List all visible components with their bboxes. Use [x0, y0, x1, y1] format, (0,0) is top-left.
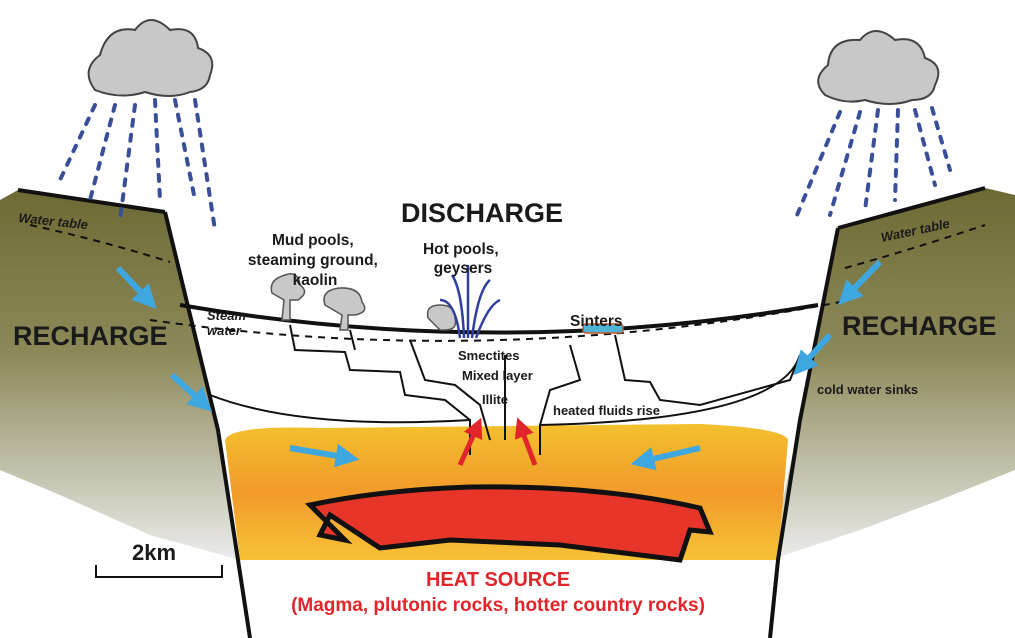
- basin-outline: [17, 186, 986, 638]
- hot-fluid-arrows: [457, 417, 538, 467]
- scale-label: 2km: [132, 540, 176, 565]
- mixed-layer-label: Mixed layer: [462, 368, 533, 383]
- geyser-icon: [439, 265, 501, 339]
- heated-fluids-label: heated fluids rise: [553, 403, 660, 418]
- right-rock-block: [770, 188, 1015, 560]
- discharge-label: DISCHARGE: [401, 198, 563, 228]
- cold-water-label: cold water sinks: [817, 382, 918, 397]
- sinter-deposit: [582, 323, 624, 334]
- mud-pools-label: Mud pools, steaming ground, kaolin: [248, 232, 382, 289]
- magma-body: [304, 484, 714, 563]
- heat-source-label: HEAT SOURCE: [426, 569, 570, 591]
- recharge-right-label: RECHARGE: [842, 311, 997, 341]
- heat-source-detail-label: (Magma, plutonic rocks, hotter country r…: [291, 595, 705, 616]
- cloud-right-icon: [817, 30, 940, 105]
- steam-label: Steam: [207, 308, 246, 323]
- steam-plumes: [270, 273, 457, 331]
- left-rock-block: [0, 190, 240, 560]
- hot-pools-label: Hot pools, geysers: [423, 241, 503, 277]
- rain-right: [793, 106, 952, 222]
- scale-bar: [95, 565, 223, 578]
- sinters-label: Sinters: [570, 313, 623, 330]
- illite-label: Illite: [482, 392, 508, 407]
- recharge-left-label: RECHARGE: [13, 321, 168, 351]
- water-label: water: [207, 323, 242, 338]
- fluid-paths: [209, 324, 801, 455]
- rain-left: [58, 98, 217, 232]
- cloud-left-icon: [87, 19, 214, 97]
- smectites-label: Smectites: [458, 348, 519, 363]
- water-table-left-label: Water table: [18, 210, 89, 232]
- cold-water-arrows: [115, 259, 883, 471]
